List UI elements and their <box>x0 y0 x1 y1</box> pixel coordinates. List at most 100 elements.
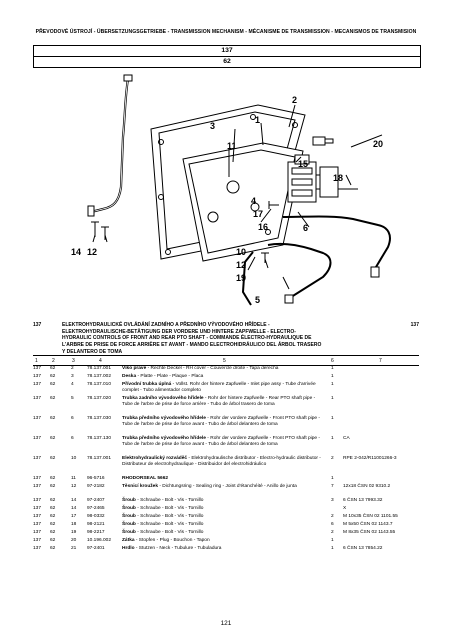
cell-group: 137 <box>33 546 42 551</box>
cell-group: 137 <box>33 530 42 535</box>
part-translations: - Schraube - Bolt - Vis - Tornillo <box>135 522 204 527</box>
cell-group: 137 <box>33 456 42 461</box>
cell-description: Přívodní trubka úplná - Vollst. Rohr der… <box>122 382 327 394</box>
cell-note: 12x18 ČSN 02 9310.2 <box>343 484 391 489</box>
cell-group: 137 <box>33 396 42 401</box>
page-number: 121 <box>220 620 232 627</box>
column-header: 2 <box>52 357 55 364</box>
cell-quantity: 1 <box>331 382 334 387</box>
cell-group: 137 <box>33 374 42 379</box>
cell-description: Šroub - Schraube - Bolt - Vis - Tornillo <box>122 530 327 536</box>
cell-part-number: 98-2217 <box>87 530 105 535</box>
part-name: Hrdlo <box>122 546 135 551</box>
part-name: Šroub <box>122 498 136 503</box>
cell-position: 10 <box>71 456 77 461</box>
part-translations: - Rohr der vordere Zapfwelle - Front PTO… <box>122 436 320 447</box>
cell-position: 2 <box>71 366 74 371</box>
part-name: Elektrohydraulický rozváděč <box>122 456 188 461</box>
cell-figure: 62 <box>50 506 56 511</box>
group-description: ELEKTROHYDRAULICKÉ OVLÁDÁNÍ ZADNÍHO A PŘ… <box>62 322 322 355</box>
cell-description: Trubka zadního vývodového hřídele - Rohr… <box>122 396 327 408</box>
cell-position: 5 <box>71 396 74 401</box>
part-name: Zátka <box>122 538 135 543</box>
cell-description: Hrdlo - Stutzen - Neck - Tubulure - Tubu… <box>122 546 327 552</box>
figure-callout: 20 <box>373 139 383 149</box>
part-name: Víko pravé <box>122 366 147 371</box>
figure-callout: 4 <box>251 196 256 206</box>
part-translations: - Schraube - Bolt - Vis - Tornillo <box>135 498 204 503</box>
cell-note: M 10x35 ČSN 02 1101.55 <box>343 514 398 519</box>
cell-quantity: 2 <box>331 514 334 519</box>
figure-callout: 11 <box>227 141 237 151</box>
figure-callout: 18 <box>333 173 343 183</box>
column-header-row: 1 2 3 4 5 6 7 <box>33 355 419 366</box>
cell-note: 6 ČSN 13 7993.32 <box>343 498 383 503</box>
cell-description: Šroub - Schraube - Bolt - Vis - Tornillo <box>122 506 327 512</box>
cell-description: Víko pravé - Rechte Deckel - RH cover - … <box>122 366 327 372</box>
part-translations: - Vollst. Rohr der hintere Zapfwelle - I… <box>122 382 316 393</box>
figure-callout: 10 <box>236 247 246 257</box>
part-translations: - Dichtungsring - Sealing ring - Joint d… <box>158 484 297 489</box>
group-number: 137 <box>33 322 42 328</box>
cell-part-number: 78.137.030 <box>87 416 112 421</box>
part-translations: - Elektrohydraulische distributor - Elec… <box>122 456 321 467</box>
figure-callout: 1 <box>255 115 260 125</box>
cell-figure: 62 <box>50 416 56 421</box>
column-header: 4 <box>99 357 102 364</box>
column-header: 6 <box>331 357 334 364</box>
cell-figure: 62 <box>50 396 56 401</box>
part-translations: - Rohr der hintere Zapfwelle - Rear PTO … <box>122 396 316 407</box>
cell-group: 137 <box>33 436 42 441</box>
cell-part-number: 78.137.020 <box>87 396 112 401</box>
cell-position: 6 <box>71 436 74 441</box>
cell-part-number: 78.137.010 <box>87 382 112 387</box>
cell-position: 6 <box>71 416 74 421</box>
cell-group: 137 <box>33 538 42 543</box>
cell-position: 18 <box>71 522 77 527</box>
cell-note: M 5x50 ČSN 02 1143.7 <box>343 522 393 527</box>
part-name: RHODORSEAL 5662 <box>122 476 169 481</box>
figure-callout: 2 <box>292 95 297 105</box>
figure-callout: 5 <box>255 295 260 305</box>
part-translations: - Rechte Deckel - RH cover - Couvercle d… <box>146 366 279 371</box>
cell-part-number: 78.137.002 <box>87 374 112 379</box>
cell-note: RPE 2-042/R11001266-3 <box>343 456 397 461</box>
cell-position: 21 <box>71 546 77 551</box>
part-translations: - Rohr der vordere Zapfwelle - Front PTO… <box>122 416 320 427</box>
cell-quantity: 7 <box>331 484 334 489</box>
figure-callout: 6 <box>303 223 308 233</box>
column-header: 7 <box>379 357 382 364</box>
figure-callout: 15 <box>298 159 308 169</box>
page-title: PŘEVODOVÉ ÚSTROJÍ - ÜBERSETZUNGSGETRIEBE… <box>35 29 417 35</box>
part-name: Šroub <box>122 522 136 527</box>
part-name: Šroub <box>122 514 136 519</box>
cell-description: Šroub - Schraube - Bolt - Vis - Tornillo <box>122 514 327 520</box>
part-translations: - Stopfen - Plug - Bouchon - Tapon <box>134 538 210 543</box>
cell-quantity: 3 <box>331 498 334 503</box>
cell-note: CA <box>343 436 350 441</box>
cell-position: 17 <box>71 514 77 519</box>
cell-part-number: 97-2401 <box>87 546 105 551</box>
cell-group: 137 <box>33 484 42 489</box>
cell-quantity: 2 <box>331 456 334 461</box>
figure-callout: 14 <box>71 247 81 257</box>
cell-description: Šroub - Schraube - Bolt - Vis - Tornillo <box>122 522 327 528</box>
cell-description: Šroub - Schraube - Bolt - Vis - Tornillo <box>122 498 327 504</box>
part-name: Přívodní trubka úplná <box>122 382 172 387</box>
cell-quantity: 1 <box>331 436 334 441</box>
cell-description: Elektrohydraulický rozváděč - Elektrohyd… <box>122 456 327 468</box>
cell-description: Zátka - Stopfen - Plug - Bouchon - Tapon <box>122 538 327 544</box>
cell-quantity: 1 <box>331 366 334 371</box>
cell-note: X <box>343 506 347 511</box>
cell-figure: 62 <box>50 366 56 371</box>
cell-group: 137 <box>33 476 42 481</box>
cell-part-number: 98-2121 <box>87 522 105 527</box>
